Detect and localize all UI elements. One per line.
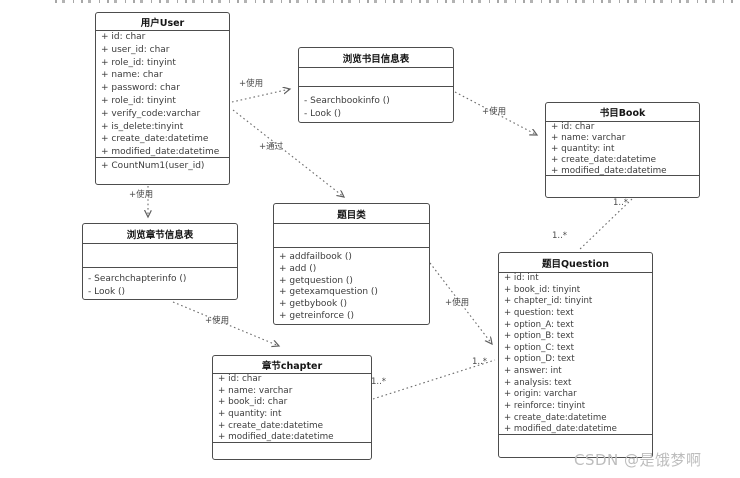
member-line: - Searchbookinfo ()	[304, 96, 390, 106]
member-line: + is_delete:tinyint	[101, 121, 184, 132]
member-line: + origin: varchar	[504, 389, 577, 400]
member-line: + role_id: tinyint	[101, 95, 176, 106]
class-attributes	[299, 68, 453, 86]
class-title: 题目类	[274, 204, 429, 224]
member-line: + quantity: int	[551, 144, 615, 154]
class-box-chapter: 章节chapter + id: char+ name: varchar+ boo…	[212, 355, 372, 460]
member-line: - Searchchapterinfo ()	[88, 274, 187, 284]
member-line: + add ()	[279, 263, 317, 274]
member-line: - Look ()	[304, 109, 342, 119]
member-line: + addfailbook ()	[279, 252, 352, 262]
member-line: + create_date:datetime	[551, 155, 656, 165]
dependency-label: +使用	[205, 316, 230, 326]
member-line: + modified_date:datetime	[101, 147, 220, 157]
member-line: + name: char	[101, 70, 163, 81]
class-methods: + addfailbook ()+ add ()+ getquestion ()…	[274, 247, 429, 324]
member-line: + verify_code:varchar	[101, 108, 201, 119]
member-line: + getreinforce ()	[279, 310, 354, 321]
class-box-user: 用户User + id: char + user_id: char + role_i…	[95, 12, 230, 185]
dependency-label: +使用	[129, 190, 154, 200]
member-line: + reinforce: tinyint	[504, 401, 586, 412]
member-line: + create_date:datetime	[218, 420, 323, 431]
member-line: + name: varchar	[551, 133, 626, 143]
dependency-label: +使用	[445, 298, 470, 308]
class-attributes: + id: char+ name: varchar+ quantity: int…	[546, 122, 699, 175]
class-title: 章节chapter	[213, 356, 371, 374]
class-methods	[213, 442, 371, 459]
class-box-question: 题目Question + id: int+ book_id: tinyint+ …	[498, 252, 653, 458]
member-line: + chapter_id: tinyint	[504, 296, 593, 307]
multiplicity-label: 1..*	[552, 231, 568, 241]
member-line: + book_id: tinyint	[504, 284, 581, 295]
class-attributes	[83, 244, 237, 267]
multiplicity-label: 1..*	[472, 357, 488, 367]
member-line: + getbybook ()	[279, 299, 348, 310]
class-methods	[499, 434, 652, 457]
member-line: + question: text	[504, 307, 574, 318]
class-box-book: 书目Book + id: char+ name: varchar+ quanti…	[545, 102, 700, 198]
member-line: + id: char	[218, 374, 262, 384]
member-line: + modified_date:datetime	[504, 424, 617, 434]
class-title: 用户User	[96, 13, 229, 31]
member-line: + id: char	[101, 32, 146, 42]
class-attributes	[274, 224, 429, 247]
class-methods: + CountNum1(user_id)	[96, 157, 229, 184]
member-line: - Look ()	[88, 287, 126, 297]
member-line: + option_B: text	[504, 331, 574, 342]
class-title: 浏览章节信息表	[83, 224, 237, 244]
member-line: + role_id: tinyint	[101, 57, 176, 68]
member-line: + getexamquestion ()	[279, 287, 378, 298]
dependency-label: +使用	[482, 107, 507, 117]
dependency-label: +通过	[259, 142, 284, 152]
class-box-question-class: 题目类 + addfailbook ()+ add ()+ getquestio…	[273, 203, 430, 325]
connector-user-to-browse-book	[231, 89, 290, 103]
member-line: + getquestion ()	[279, 275, 353, 286]
member-line: + modified_date:datetime	[218, 432, 334, 442]
member-line: + option_D: text	[504, 354, 575, 365]
member-line: + book_id: char	[218, 397, 288, 408]
csdn-watermark: CSDN @是饿梦啊	[574, 451, 702, 469]
class-attributes: + id: int+ book_id: tinyint+ chapter_id:…	[499, 273, 652, 434]
connector-user-to-question-class	[232, 109, 344, 197]
member-line: + quantity: int	[218, 408, 282, 419]
class-methods	[546, 175, 699, 197]
class-title: 题目Question	[499, 253, 652, 273]
member-line: + answer: int	[504, 366, 562, 377]
class-methods: - Searchbookinfo () - Look ()	[299, 86, 453, 122]
class-attributes: + id: char+ name: varchar+ book_id: char…	[213, 374, 371, 442]
class-box-browse-chapter: 浏览章节信息表 - Searchchapterinfo () - Look ()	[82, 223, 238, 300]
member-line: + option_C: text	[504, 342, 574, 353]
dependency-label: +使用	[239, 79, 264, 89]
member-line: + CountNum1(user_id)	[101, 161, 205, 171]
clipped-text-strip	[55, 0, 736, 3]
multiplicity-label: 1..*	[371, 377, 387, 387]
member-line: + analysis: text	[504, 377, 572, 388]
member-line: + password: char	[101, 83, 180, 94]
class-methods: - Searchchapterinfo () - Look ()	[83, 267, 237, 299]
member-line: + id: char	[551, 122, 595, 132]
member-line: + modified_date:datetime	[551, 166, 667, 175]
member-line: + create_date:datetime	[101, 134, 209, 145]
member-line: + user_id: char	[101, 44, 170, 55]
class-attributes: + id: char + user_id: char + role_id: tiny…	[96, 31, 229, 157]
member-line: + id: int	[504, 273, 539, 283]
class-box-browse-book: 浏览书目信息表 - Searchbookinfo () - Look ()	[298, 47, 454, 123]
class-title: 书目Book	[546, 103, 699, 122]
multiplicity-label: 1..*	[613, 198, 629, 208]
member-line: + create_date:datetime	[504, 412, 607, 423]
class-title: 浏览书目信息表	[299, 48, 453, 68]
member-line: + name: varchar	[218, 385, 293, 396]
member-line: + option_A: text	[504, 319, 574, 330]
